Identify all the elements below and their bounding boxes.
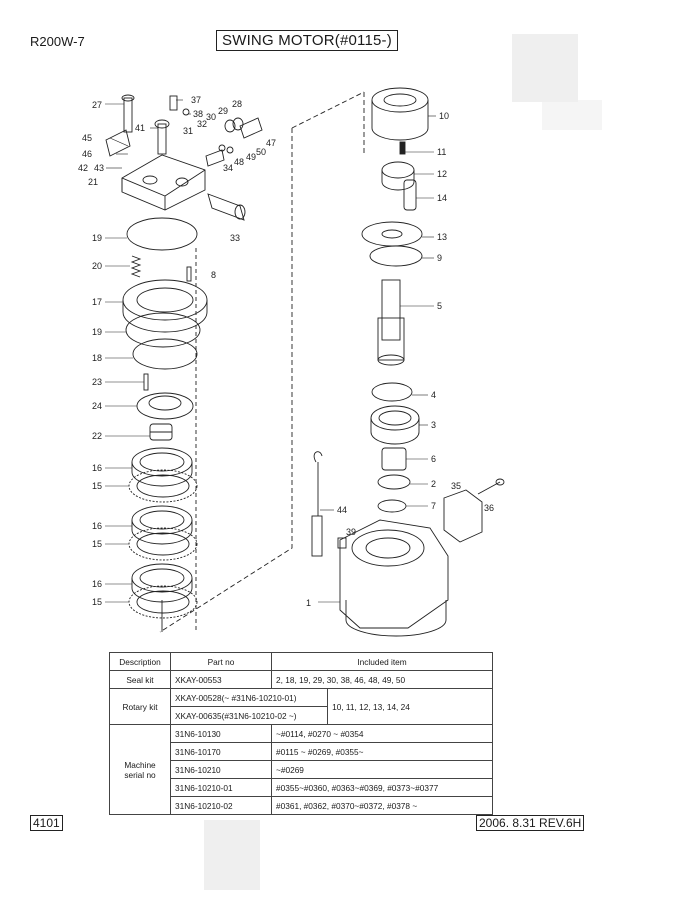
callout-label: 36 xyxy=(484,503,494,513)
parts-table: Description Part no Included item Seal k… xyxy=(109,652,493,815)
callout-label: 19 xyxy=(92,233,102,243)
serial-part-no: 31N6-10130 xyxy=(170,724,272,743)
callout-label: 16 xyxy=(92,463,102,473)
callout-label: 46 xyxy=(82,149,92,159)
callout-label: 32 xyxy=(197,119,207,129)
serial-part-no: 31N6-10210-01 xyxy=(170,778,272,797)
callout-label: 22 xyxy=(92,431,102,441)
callout-label: 18 xyxy=(92,353,102,363)
callout-label: 38 xyxy=(193,109,203,119)
callout-label: 30 xyxy=(206,112,216,122)
scan-artifact xyxy=(204,820,260,890)
serial-part-no: 31N6-10210-02 xyxy=(170,796,272,815)
callout-label: 3 xyxy=(431,420,436,430)
callout-label: 43 xyxy=(94,163,104,173)
callout-label: 35 xyxy=(451,481,461,491)
callout-label: 50 xyxy=(256,147,266,157)
callout-label: 17 xyxy=(92,297,102,307)
column-header: Part no xyxy=(170,652,272,671)
table-row: 31N6-10210-01 #0355~#0360, #0363~#0369, … xyxy=(110,778,493,797)
callout-label: 11 xyxy=(437,147,446,157)
rotary-kit-part-no: XKAY-00528(~ #31N6-10210-01) xyxy=(169,688,329,707)
machine-serial-line1: Machine xyxy=(124,759,156,770)
callout-label: 9 xyxy=(437,253,442,263)
callout-label: 24 xyxy=(92,401,102,411)
callout-label: 8 xyxy=(211,270,216,280)
table-row: Machine serial no 31N6-10130 ~#0114, #02… xyxy=(109,724,493,815)
callout-label: 31 xyxy=(183,126,193,136)
callout-label: 42 xyxy=(78,163,88,173)
revision-date: 2006. 8.31 REV.6H xyxy=(476,815,585,831)
serial-range: ~#0114, #0270 ~ #0354 xyxy=(271,724,493,743)
scan-artifact xyxy=(542,100,602,130)
callout-label: 4 xyxy=(431,390,436,400)
table-header-row: Description Part no Included item xyxy=(109,652,493,671)
callout-label: 7 xyxy=(431,501,436,511)
callout-label: 41 xyxy=(135,123,145,133)
callout-label: 15 xyxy=(92,481,102,491)
callout-label: 12 xyxy=(437,169,447,179)
callout-label: 10 xyxy=(439,111,449,121)
callout-label: 27 xyxy=(92,100,102,110)
callout-label: 34 xyxy=(223,163,233,173)
serial-range: #0355~#0360, #0363~#0369, #0373~#0377 xyxy=(271,778,493,797)
machine-serial-line2: serial no xyxy=(124,769,156,780)
table-row: 31N6-10210-02 #0361, #0362, #0370~#0372,… xyxy=(110,796,493,815)
rotary-kit-part-no: XKAY-00635(#31N6-10210-02 ~) xyxy=(169,706,329,725)
callout-label: 19 xyxy=(92,327,102,337)
callout-label: 16 xyxy=(92,521,102,531)
page-number: 4101 xyxy=(30,815,63,831)
table-row: Rotary kit XKAY-00528(~ #31N6-10210-01) … xyxy=(109,688,493,725)
serial-range: #0115 ~ #0269, #0355~ xyxy=(271,742,493,761)
callout-label: 6 xyxy=(431,454,436,464)
column-header: Included item xyxy=(271,652,493,671)
model-label: R200W-7 xyxy=(30,34,85,49)
column-header: Description xyxy=(109,652,171,671)
seal-kit-items: 2, 18, 19, 29, 30, 38, 46, 48, 49, 50 xyxy=(271,670,493,689)
page-title: SWING MOTOR(#0115-) xyxy=(216,30,398,51)
serial-part-no: 31N6-10170 xyxy=(170,742,272,761)
seal-kit-part-no: XKAY-00553 xyxy=(170,670,272,689)
callout-label: 20 xyxy=(92,261,102,271)
seal-kit-description: Seal kit xyxy=(109,670,171,689)
serial-range: ~#0269 xyxy=(271,760,493,779)
serial-part-no: 31N6-10210 xyxy=(170,760,272,779)
callout-label: 16 xyxy=(92,579,102,589)
scan-artifact xyxy=(512,34,578,102)
callout-label: 15 xyxy=(92,597,102,607)
callout-label: 15 xyxy=(92,539,102,549)
machine-serial-description: Machine serial no xyxy=(109,724,171,815)
callout-label: 49 xyxy=(246,152,256,162)
rotary-kit-items: 10, 11, 12, 13, 14, 24 xyxy=(327,688,493,725)
callout-label: 21 xyxy=(88,177,98,187)
callout-label: 1 xyxy=(306,598,311,608)
callout-label: 44 xyxy=(337,505,347,515)
callout-label: 39 xyxy=(346,527,356,537)
callout-label: 33 xyxy=(230,233,240,243)
callout-label: 2 xyxy=(431,479,436,489)
callout-label: 48 xyxy=(234,157,244,167)
callout-label: 45 xyxy=(82,133,92,143)
callout-label: 28 xyxy=(232,99,242,109)
rotary-kit-description: Rotary kit xyxy=(109,688,171,725)
callout-label: 23 xyxy=(92,377,102,387)
callout-label: 5 xyxy=(437,301,442,311)
serial-range: #0361, #0362, #0370~#0372, #0378 ~ xyxy=(271,796,493,815)
table-row: 31N6-10210 ~#0269 xyxy=(110,760,493,779)
callout-label: 13 xyxy=(437,232,447,242)
callout-label: 29 xyxy=(218,106,228,116)
callout-label: 47 xyxy=(266,138,276,148)
callout-label: 14 xyxy=(437,193,447,203)
callout-label: 37 xyxy=(191,95,201,105)
table-row: Seal kit XKAY-00553 2, 18, 19, 29, 30, 3… xyxy=(109,670,493,689)
